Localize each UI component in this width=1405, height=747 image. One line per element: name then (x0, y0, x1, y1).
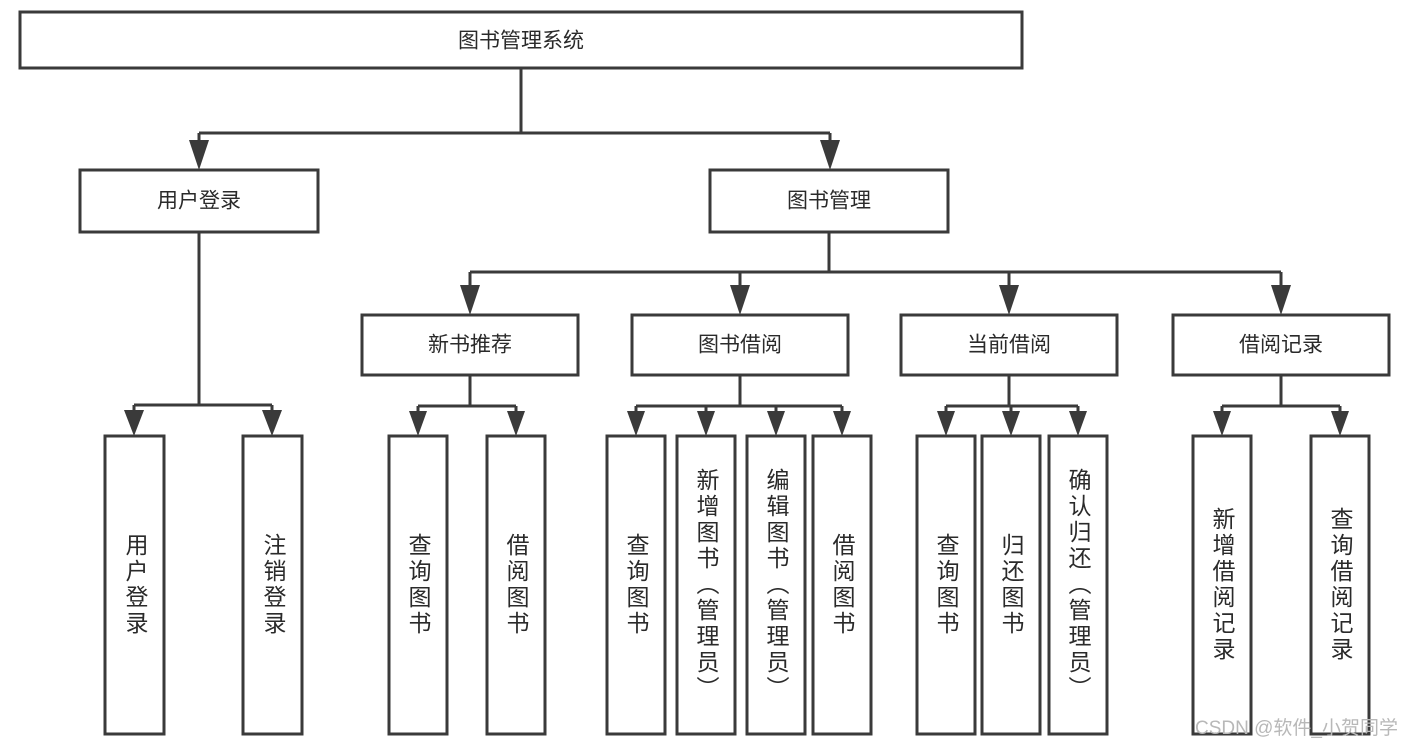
leaf-node-new-book-recommend-2-box (485, 434, 547, 736)
leaf-node-book-borrow-3-label: 编辑图书（管理员） (763, 468, 790, 702)
leaf-node-new-book-recommend-2-label: 借阅图书 (503, 533, 530, 637)
leaf-node-current-borrow-2[interactable]: 归还图书 (980, 434, 1042, 736)
leaf-node-book-borrow-2-box (675, 434, 737, 736)
leaf-node-borrow-record-2-box (1309, 434, 1371, 736)
watermark-label: CSDN @软件_小贺同学 (1195, 717, 1398, 739)
node-root-system-label: 图书管理系统 (458, 30, 584, 53)
leaf-node-current-borrow-3-box (1047, 434, 1109, 736)
arrow-head-bb-leaf-4 (833, 411, 851, 436)
node-new-book-recommend-box (360, 313, 580, 377)
leaf-node-borrow-record-1-box (1191, 434, 1253, 736)
leaf-node-new-book-recommend-1[interactable]: 查询图书 (387, 434, 449, 736)
leaf-node-user-login-2-box (241, 434, 304, 736)
node-root-system[interactable]: 图书管理系统 (18, 10, 1024, 70)
leaf-node-new-book-recommend-1-box (387, 434, 449, 736)
leaf-node-book-borrow-3-box (745, 434, 807, 736)
connector-group-current-borrow (937, 375, 1087, 436)
leaf-node-new-book-recommend-2[interactable]: 借阅图书 (485, 434, 547, 736)
arrow-head-nbr-leaf-2 (507, 411, 525, 436)
leaf-node-current-borrow-1[interactable]: 查询图书 (915, 434, 977, 736)
leaf-node-book-borrow-4-label: 借阅图书 (829, 533, 856, 637)
leaf-node-user-login-2-label: 注销登录 (260, 533, 287, 637)
arrow-head-book-borrow (730, 285, 750, 315)
leaf-node-book-borrow-3[interactable]: 编辑图书（管理员） (745, 434, 807, 736)
arrow-head-cb-leaf-3 (1069, 411, 1087, 436)
leaf-node-current-borrow-3[interactable]: 确认归还（管理员） (1047, 434, 1109, 736)
node-book-management[interactable]: 图书管理 (708, 168, 950, 234)
leaf-node-user-login-1[interactable]: 用户登录 (103, 434, 166, 736)
leaf-node-book-borrow-2-label: 新增图书（管理员） (693, 468, 720, 702)
arrow-head-br-leaf-1 (1213, 411, 1231, 436)
connector-group-book-management (460, 232, 1291, 315)
connector-group-new-book-recommend (409, 375, 525, 436)
node-new-book-recommend-label: 新书推荐 (428, 334, 512, 357)
arrow-head-nbr-leaf-1 (409, 411, 427, 436)
node-book-borrow-label: 图书借阅 (698, 334, 782, 357)
node-current-borrow-label: 当前借阅 (967, 334, 1051, 357)
arrow-head-user-login (189, 140, 209, 170)
leaf-node-user-login-1-label: 用户登录 (122, 533, 149, 637)
arrow-head-bb-leaf-2 (697, 411, 715, 436)
node-borrow-record[interactable]: 借阅记录 (1171, 313, 1391, 377)
node-user-login-label: 用户登录 (157, 190, 241, 213)
node-user-login[interactable]: 用户登录 (78, 168, 320, 234)
node-current-borrow-box (899, 313, 1119, 377)
node-book-borrow[interactable]: 图书借阅 (630, 313, 850, 377)
leaf-node-book-borrow-1[interactable]: 查询图书 (605, 434, 667, 736)
leaf-node-user-login-2[interactable]: 注销登录 (241, 434, 304, 736)
node-book-management-label: 图书管理 (787, 190, 871, 213)
connector-group-borrow-record (1213, 375, 1349, 436)
connector-group-root (189, 68, 840, 170)
leaf-node-current-borrow-1-label: 查询图书 (933, 533, 960, 637)
leaf-node-borrow-record-2-label: 查询借阅记录 (1327, 507, 1354, 663)
arrow-head-book-mgmt (820, 140, 840, 170)
arrow-head-leaf-user-login-2 (262, 410, 282, 436)
arrow-head-bb-leaf-3 (767, 411, 785, 436)
leaf-node-current-borrow-3-label: 确认归还（管理员） (1065, 468, 1092, 702)
leaf-node-borrow-record-2[interactable]: 查询借阅记录 (1309, 434, 1371, 736)
leaf-node-user-login-1-box (103, 434, 166, 736)
node-current-borrow[interactable]: 当前借阅 (899, 313, 1119, 377)
arrow-head-current-borrow (999, 285, 1019, 315)
node-book-management-box (708, 168, 950, 234)
leaf-node-book-borrow-1-label: 查询图书 (623, 533, 650, 637)
arrow-head-bb-leaf-1 (627, 411, 645, 436)
leaf-node-borrow-record-1[interactable]: 新增借阅记录 (1191, 434, 1253, 736)
leaf-node-book-borrow-1-box (605, 434, 667, 736)
node-book-borrow-box (630, 313, 850, 377)
arrow-head-br-leaf-2 (1331, 411, 1349, 436)
node-borrow-record-label: 借阅记录 (1239, 334, 1323, 357)
arrow-head-borrow-record (1271, 285, 1291, 315)
leaf-node-borrow-record-1-label: 新增借阅记录 (1209, 507, 1236, 663)
connector-group-book-borrow (627, 375, 851, 436)
node-new-book-recommend[interactable]: 新书推荐 (360, 313, 580, 377)
arrow-head-new-book-recommend (460, 285, 480, 315)
leaf-node-book-borrow-2[interactable]: 新增图书（管理员） (675, 434, 737, 736)
leaf-node-book-borrow-4[interactable]: 借阅图书 (811, 434, 873, 736)
leaf-node-current-borrow-1-box (915, 434, 977, 736)
leaf-node-current-borrow-2-box (980, 434, 1042, 736)
arrow-head-leaf-user-login-1 (124, 410, 144, 436)
leaf-node-current-borrow-2-label: 归还图书 (998, 533, 1025, 637)
leaf-node-book-borrow-4-box (811, 434, 873, 736)
node-borrow-record-box (1171, 313, 1391, 377)
leaf-node-new-book-recommend-1-label: 查询图书 (405, 533, 432, 637)
arrow-head-cb-leaf-1 (937, 411, 955, 436)
arrow-head-cb-leaf-2 (1002, 411, 1020, 436)
connector-group-user-login (124, 232, 282, 436)
node-root-system-box (18, 10, 1024, 70)
